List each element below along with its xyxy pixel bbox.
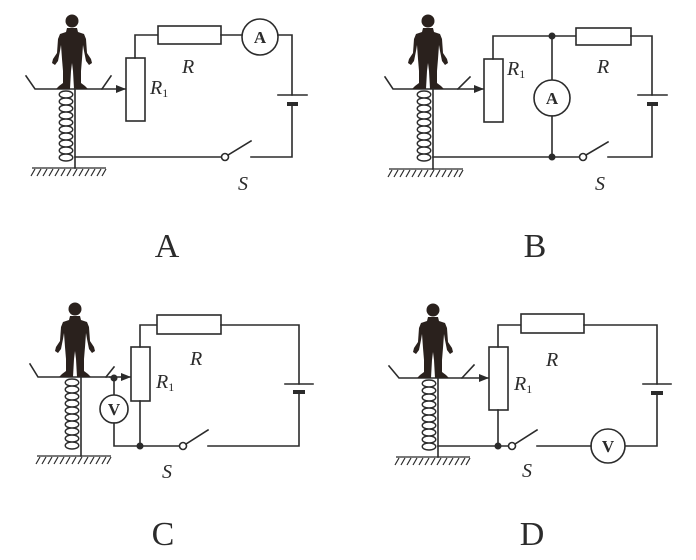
wire: [497, 324, 522, 348]
wire: [250, 103, 293, 158]
ammeter-icon: A: [533, 79, 571, 117]
wire: [139, 324, 158, 348]
wire: [492, 35, 577, 60]
panel-d: V R R1 S D: [387, 303, 672, 553]
ground-icon: [387, 168, 464, 178]
person-figure: [408, 14, 448, 89]
junction-node: [136, 442, 144, 450]
spring-icon: [64, 378, 80, 450]
resistor-label: R: [181, 56, 194, 78]
battery-icon: [277, 94, 308, 106]
wire: [220, 324, 300, 385]
panel-a: A R R1 S A: [24, 14, 308, 265]
switch-s: [178, 428, 210, 451]
rheostat-label: R1: [513, 373, 532, 396]
wire: [607, 103, 653, 158]
switch-s: [220, 139, 253, 162]
rheostat-r1: [483, 58, 504, 123]
spring-icon: [58, 90, 74, 162]
ground-icon: [35, 455, 112, 465]
wire: [624, 392, 658, 447]
scale-platform: [383, 75, 472, 90]
scale-platform: [24, 74, 113, 90]
wire: [134, 34, 159, 59]
rheostat-r1: [488, 346, 509, 411]
battery-icon: [642, 383, 672, 395]
rheostat-r1: [130, 346, 151, 402]
resistor-label: R: [545, 349, 558, 371]
person-figure: [55, 302, 95, 377]
resistor-label: R: [596, 56, 609, 78]
panel-b: A R1 R S B: [383, 14, 668, 265]
ammeter-symbol: A: [546, 89, 559, 108]
switch-label: S: [522, 460, 532, 482]
wire: [277, 34, 293, 96]
resistor-label: R: [189, 348, 202, 370]
option-label-c: C: [152, 516, 175, 553]
wire: [630, 35, 653, 96]
spring-icon: [416, 90, 432, 162]
switch-label: S: [595, 173, 605, 195]
voltmeter-symbol: V: [602, 437, 615, 456]
ammeter-symbol: A: [254, 28, 267, 47]
resistor-r: [575, 27, 632, 46]
rheostat-label: R1: [506, 58, 525, 81]
switch-s: [578, 140, 610, 162]
switch-label: S: [238, 173, 248, 195]
switch-s: [507, 428, 539, 451]
resistor-r: [520, 313, 585, 334]
ground-icon: [30, 167, 107, 177]
junction-node: [494, 442, 502, 450]
person-figure: [52, 14, 92, 89]
option-label-d: D: [520, 516, 545, 553]
ground-icon: [394, 456, 471, 466]
resistor-r: [156, 314, 222, 335]
panel-c: V R R1 S C: [28, 302, 314, 553]
switch-label: S: [162, 461, 172, 483]
battery-icon: [284, 383, 314, 394]
voltmeter-symbol: V: [108, 400, 121, 419]
wire: [113, 422, 181, 447]
ammeter-icon: A: [241, 18, 279, 56]
rheostat-label: R1: [149, 77, 168, 100]
scale-platform: [387, 363, 476, 379]
spring-icon: [421, 379, 437, 451]
voltmeter-icon: V: [99, 394, 129, 424]
voltmeter-icon: V: [590, 428, 626, 464]
rheostat-label: R1: [155, 371, 174, 394]
wire: [207, 391, 300, 447]
scale-platform: [28, 362, 116, 379]
battery-icon: [637, 94, 668, 106]
person-figure: [413, 303, 453, 378]
option-label-a: A: [155, 228, 180, 265]
resistor-r: [157, 25, 222, 45]
rheostat-r1: [125, 57, 146, 122]
option-label-b: B: [524, 228, 547, 265]
wire: [583, 324, 658, 385]
